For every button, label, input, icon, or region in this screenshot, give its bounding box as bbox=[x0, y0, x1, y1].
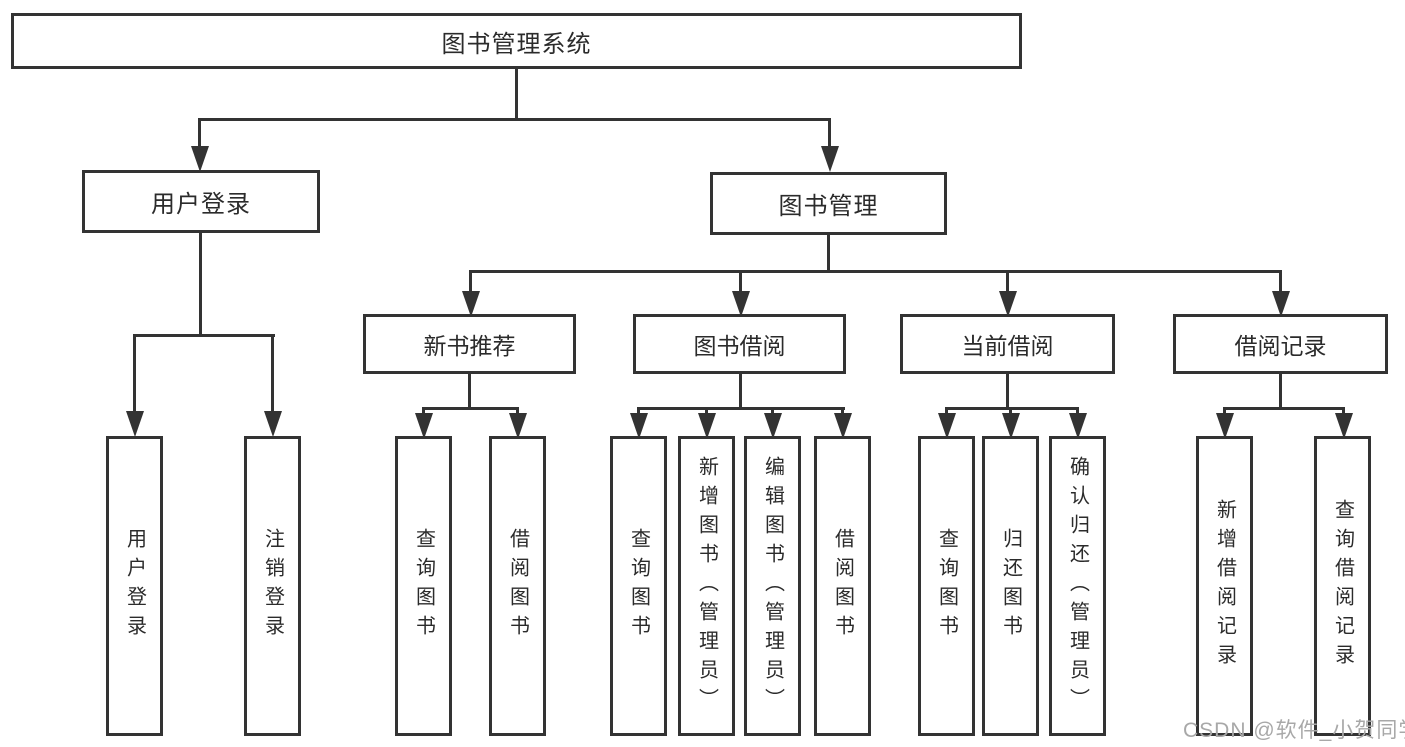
node-label: 图书管理 bbox=[778, 193, 879, 220]
arrow-down-icon bbox=[637, 407, 640, 413]
arrow-down-icon bbox=[133, 334, 136, 411]
node-current-borrowing: 当前借阅 bbox=[900, 314, 1115, 374]
connector-line bbox=[1223, 407, 1345, 410]
arrow-down-icon bbox=[1009, 407, 1012, 413]
connector-line bbox=[422, 407, 519, 410]
node-label: 借阅图书 bbox=[831, 528, 854, 644]
node-label: 用户登录 bbox=[123, 528, 146, 644]
leaf-query-books: 查询图书 bbox=[610, 436, 667, 736]
leaf-user-login: 用户登录 bbox=[106, 436, 163, 736]
connector-line bbox=[468, 374, 471, 409]
node-label: 查询图书 bbox=[627, 528, 650, 644]
node-label: 查询图书 bbox=[412, 528, 435, 644]
node-label: 归还图书 bbox=[999, 528, 1022, 644]
arrow-down-icon bbox=[828, 118, 831, 146]
connector-line bbox=[1006, 374, 1009, 409]
node-label: 用户登录 bbox=[151, 191, 251, 218]
arrow-down-icon bbox=[422, 407, 425, 413]
arrow-down-icon bbox=[705, 407, 708, 413]
arrow-down-icon bbox=[271, 334, 274, 411]
node-label: 当前借阅 bbox=[961, 333, 1054, 359]
leaf-borrow-books: 借阅图书 bbox=[814, 436, 871, 736]
leaf-borrow-books: 借阅图书 bbox=[489, 436, 546, 736]
arrow-down-icon bbox=[198, 118, 201, 146]
node-label: 确认归还（管理员） bbox=[1066, 455, 1089, 717]
connector-line bbox=[199, 233, 202, 336]
leaf-query-books: 查询图书 bbox=[918, 436, 975, 736]
node-borrowing-records: 借阅记录 bbox=[1173, 314, 1388, 374]
connector-line bbox=[637, 407, 845, 410]
arrow-down-icon bbox=[1342, 407, 1345, 413]
node-label: 查询图书 bbox=[935, 528, 958, 644]
arrow-down-icon bbox=[1279, 270, 1282, 291]
leaf-add-borrow-record: 新增借阅记录 bbox=[1196, 436, 1253, 736]
node-label: 借阅图书 bbox=[506, 528, 529, 644]
leaf-confirm-return-admin: 确认归还（管理员） bbox=[1049, 436, 1106, 736]
leaf-add-books-admin: 新增图书（管理员） bbox=[678, 436, 735, 736]
arrow-down-icon bbox=[1223, 407, 1226, 413]
node-label: 新增借阅记录 bbox=[1213, 499, 1236, 673]
connector-line bbox=[469, 270, 1282, 273]
connector-line bbox=[1279, 374, 1282, 409]
node-root: 图书管理系统 bbox=[11, 13, 1022, 69]
leaf-query-borrow-record: 查询借阅记录 bbox=[1314, 436, 1371, 736]
node-label: 图书借阅 bbox=[693, 333, 786, 359]
node-label: 图书管理系统 bbox=[441, 30, 592, 58]
node-new-book-recommendation: 新书推荐 bbox=[363, 314, 576, 374]
arrow-down-icon bbox=[1006, 270, 1009, 291]
leaf-query-books: 查询图书 bbox=[395, 436, 452, 736]
arrow-down-icon bbox=[516, 407, 519, 413]
node-user-login: 用户登录 bbox=[82, 170, 320, 233]
connector-line bbox=[827, 235, 830, 272]
arrow-down-icon bbox=[771, 407, 774, 413]
connector-line bbox=[198, 118, 831, 121]
node-book-borrowing: 图书借阅 bbox=[633, 314, 846, 374]
node-book-management: 图书管理 bbox=[710, 172, 947, 235]
arrow-down-icon bbox=[1076, 407, 1079, 413]
leaf-return-books: 归还图书 bbox=[982, 436, 1039, 736]
connector-line bbox=[945, 407, 1079, 410]
arrow-down-icon bbox=[739, 270, 742, 291]
leaf-edit-books-admin: 编辑图书（管理员） bbox=[744, 436, 801, 736]
node-label: 查询借阅记录 bbox=[1331, 499, 1354, 673]
connector-line bbox=[515, 69, 518, 121]
arrow-down-icon bbox=[469, 270, 472, 291]
connector-line bbox=[133, 334, 275, 337]
leaf-logout: 注销登录 bbox=[244, 436, 301, 736]
watermark: CSDN @软件_小贺同学 bbox=[1183, 719, 1405, 742]
node-label: 编辑图书（管理员） bbox=[761, 455, 784, 717]
node-label: 注销登录 bbox=[261, 528, 284, 644]
node-label: 新增图书（管理员） bbox=[695, 455, 718, 717]
node-label: 借阅记录 bbox=[1234, 333, 1327, 359]
node-label: 新书推荐 bbox=[423, 333, 516, 359]
arrow-down-icon bbox=[841, 407, 844, 413]
connector-line bbox=[739, 374, 742, 409]
arrow-down-icon bbox=[945, 407, 948, 413]
